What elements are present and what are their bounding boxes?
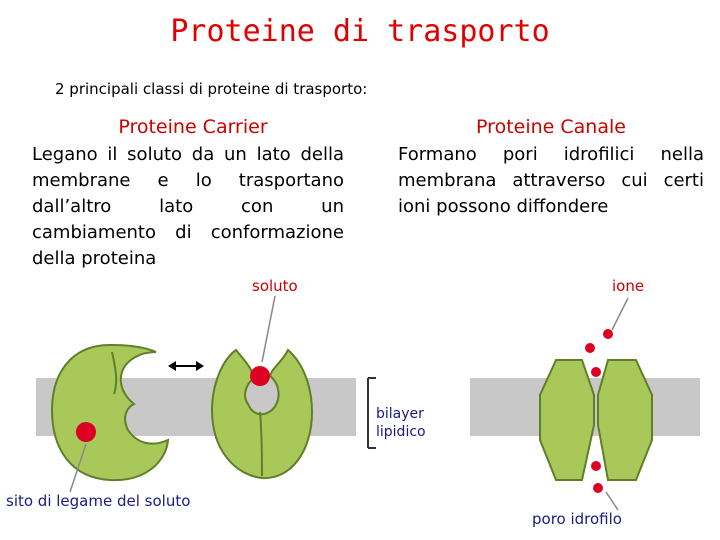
poro-pointer <box>605 491 619 511</box>
label-bilayer-line2: lipidico <box>376 424 426 440</box>
ione-pointer <box>611 297 629 331</box>
arrow-left-head <box>168 361 176 371</box>
carrier-heading: Proteine Carrier <box>118 116 268 138</box>
solute-entering-carrier <box>250 366 270 386</box>
label-sito: sito di legame del soluto <box>6 492 191 510</box>
channel-description: Formano pori idrofilici nella membrana a… <box>398 144 704 217</box>
page-title: Proteine di trasporto <box>170 14 550 49</box>
carrier-protein-open-bottom <box>50 343 170 482</box>
ion <box>593 483 603 493</box>
ion <box>591 461 601 471</box>
subtitle: 2 principali classi di proteine di trasp… <box>55 80 368 98</box>
carrier2-split-line <box>259 411 263 477</box>
carrier-description: Legano il soluto da un lato della membra… <box>32 144 344 269</box>
channel-heading: Proteine Canale <box>476 116 626 138</box>
solute-in-binding-site <box>76 422 96 442</box>
label-bilayer: bilayer lipidico <box>376 405 426 441</box>
label-soluto: soluto <box>252 277 298 295</box>
ion <box>603 329 613 339</box>
soluto-pointer <box>261 295 276 363</box>
channel-protein-left <box>539 359 595 481</box>
sito-pointer <box>69 443 87 493</box>
carrier-protein-open-top <box>210 348 314 480</box>
label-poro: poro idrofilo <box>532 510 622 528</box>
channel-protein-right <box>597 359 653 481</box>
label-ione: ione <box>612 277 645 295</box>
carrier-split-line <box>111 351 118 395</box>
ion <box>591 367 601 377</box>
label-bilayer-line1: bilayer <box>376 406 424 422</box>
arrow-right-head <box>196 361 204 371</box>
ion <box>585 343 595 353</box>
